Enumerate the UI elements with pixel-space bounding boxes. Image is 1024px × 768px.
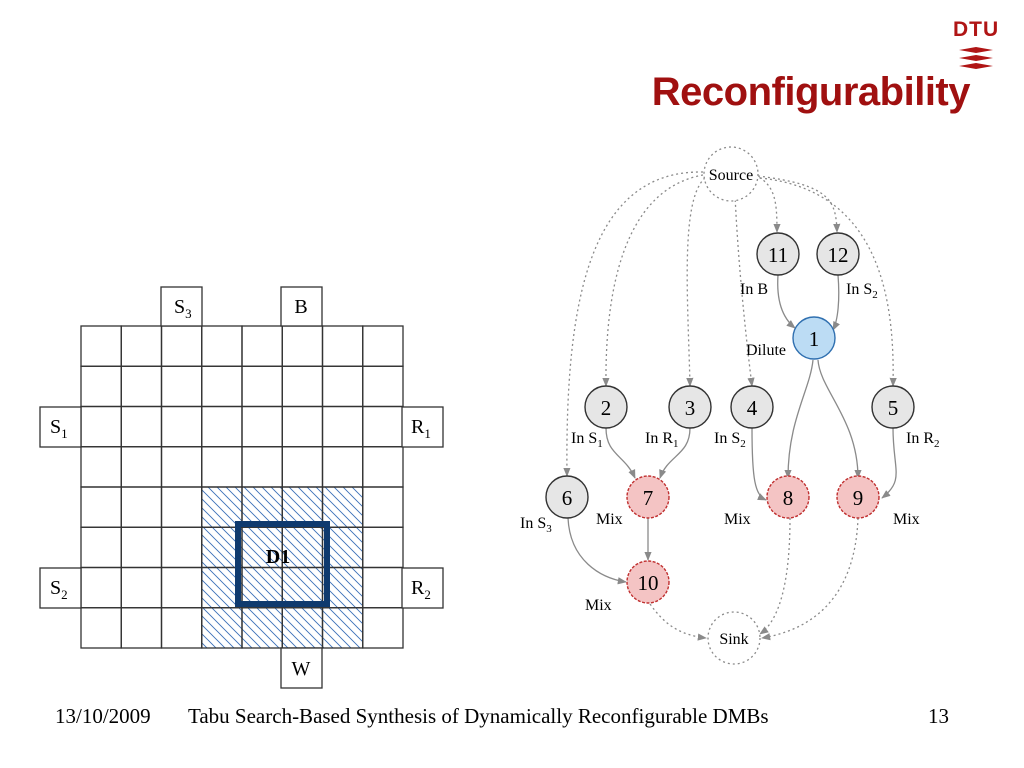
edge-1-9: [817, 359, 862, 479]
edge-12-1: [832, 274, 840, 331]
node-4: [730, 385, 774, 429]
port-s3: [160, 286, 203, 327]
edge-source-2: [602, 174, 704, 387]
node-11-label: 11: [768, 243, 788, 267]
node-6: [545, 475, 589, 519]
label-in-s2-12: In S2: [846, 281, 878, 301]
footer-page-number: 13: [928, 704, 949, 728]
label-mix-7: Mix: [596, 511, 623, 528]
edge-4-8: [751, 427, 767, 501]
port-r1: [401, 406, 444, 448]
source-node: [703, 146, 759, 202]
node-8: [766, 475, 810, 519]
edge-9-sink: [761, 517, 859, 641]
device-d1-box: [235, 521, 330, 607]
electrode-grid: [80, 325, 404, 649]
port-s2-label: S2: [50, 577, 68, 602]
edge-6-10: [567, 517, 627, 585]
dtu-logo-waves-icon: [959, 47, 993, 69]
node-5-label: 5: [888, 396, 899, 420]
label-in-s3: In S3: [520, 515, 552, 535]
edge-source-6: [563, 171, 704, 477]
node-8-label: 8: [783, 486, 794, 510]
slide-title: Reconfigurability: [651, 70, 971, 114]
edge-5-9: [881, 427, 897, 499]
sink-node-label: Sink: [719, 631, 748, 648]
label-in-s2-4: In S2: [714, 430, 746, 450]
port-s1-label: S1: [50, 416, 68, 441]
node-7: [626, 475, 670, 519]
dtu-logo-text: DTU: [953, 18, 1000, 41]
edge-source-11: [754, 174, 781, 233]
node-10: [626, 560, 670, 604]
port-s1: [39, 406, 82, 448]
footer-date: 13/10/2009: [55, 704, 151, 728]
node-9-label: 9: [853, 486, 864, 510]
node-1: [792, 316, 836, 360]
node-2-label: 2: [601, 396, 612, 420]
port-w-label: W: [292, 658, 311, 680]
node-3-label: 3: [685, 396, 696, 420]
node-5: [871, 385, 915, 429]
node-2: [584, 385, 628, 429]
edge-source-12: [757, 175, 841, 233]
label-in-b: In B: [740, 281, 768, 298]
node-4-label: 4: [747, 396, 758, 420]
label-dilute: Dilute: [746, 342, 786, 359]
edge-10-sink: [649, 603, 707, 641]
electrode-cell: [362, 607, 404, 649]
label-mix-8: Mix: [724, 511, 751, 528]
dtu-logo: DTU: [953, 18, 999, 78]
device-d1-label: D1: [266, 546, 290, 568]
port-s3-label: S3: [174, 296, 192, 321]
edge-8-sink: [759, 517, 791, 635]
label-in-r2: In R2: [906, 430, 940, 450]
node-10-label: 10: [638, 571, 659, 595]
footer-title: Tabu Search-Based Synthesis of Dynamical…: [188, 704, 769, 728]
node-3: [668, 385, 712, 429]
source-node-label: Source: [709, 167, 753, 184]
edge-11-1: [777, 274, 796, 329]
port-r2-label: R2: [411, 577, 431, 602]
edge-source-4: [734, 194, 755, 387]
edge-1-8: [784, 359, 814, 479]
node-11: [756, 232, 800, 276]
label-mix-9: Mix: [893, 511, 920, 528]
port-r2: [401, 567, 444, 609]
label-in-s1: In S1: [571, 430, 603, 450]
node-1-label: 1: [809, 327, 820, 351]
node-7-label: 7: [643, 486, 654, 510]
node-6-label: 6: [562, 486, 573, 510]
edge-3-7: [659, 427, 691, 479]
node-12-label: 12: [828, 243, 849, 267]
port-r1-label: R1: [411, 416, 431, 441]
node-12: [816, 232, 860, 276]
label-in-r1: In R1: [645, 430, 679, 450]
node-9: [836, 475, 880, 519]
edge-2-7: [605, 427, 636, 479]
label-mix-10: Mix: [585, 597, 612, 614]
port-w: [280, 647, 323, 689]
port-b: [280, 286, 323, 327]
port-s2: [39, 567, 82, 609]
edge-source-3: [686, 177, 706, 387]
sink-node: [707, 611, 761, 665]
port-b-label: B: [294, 296, 307, 318]
